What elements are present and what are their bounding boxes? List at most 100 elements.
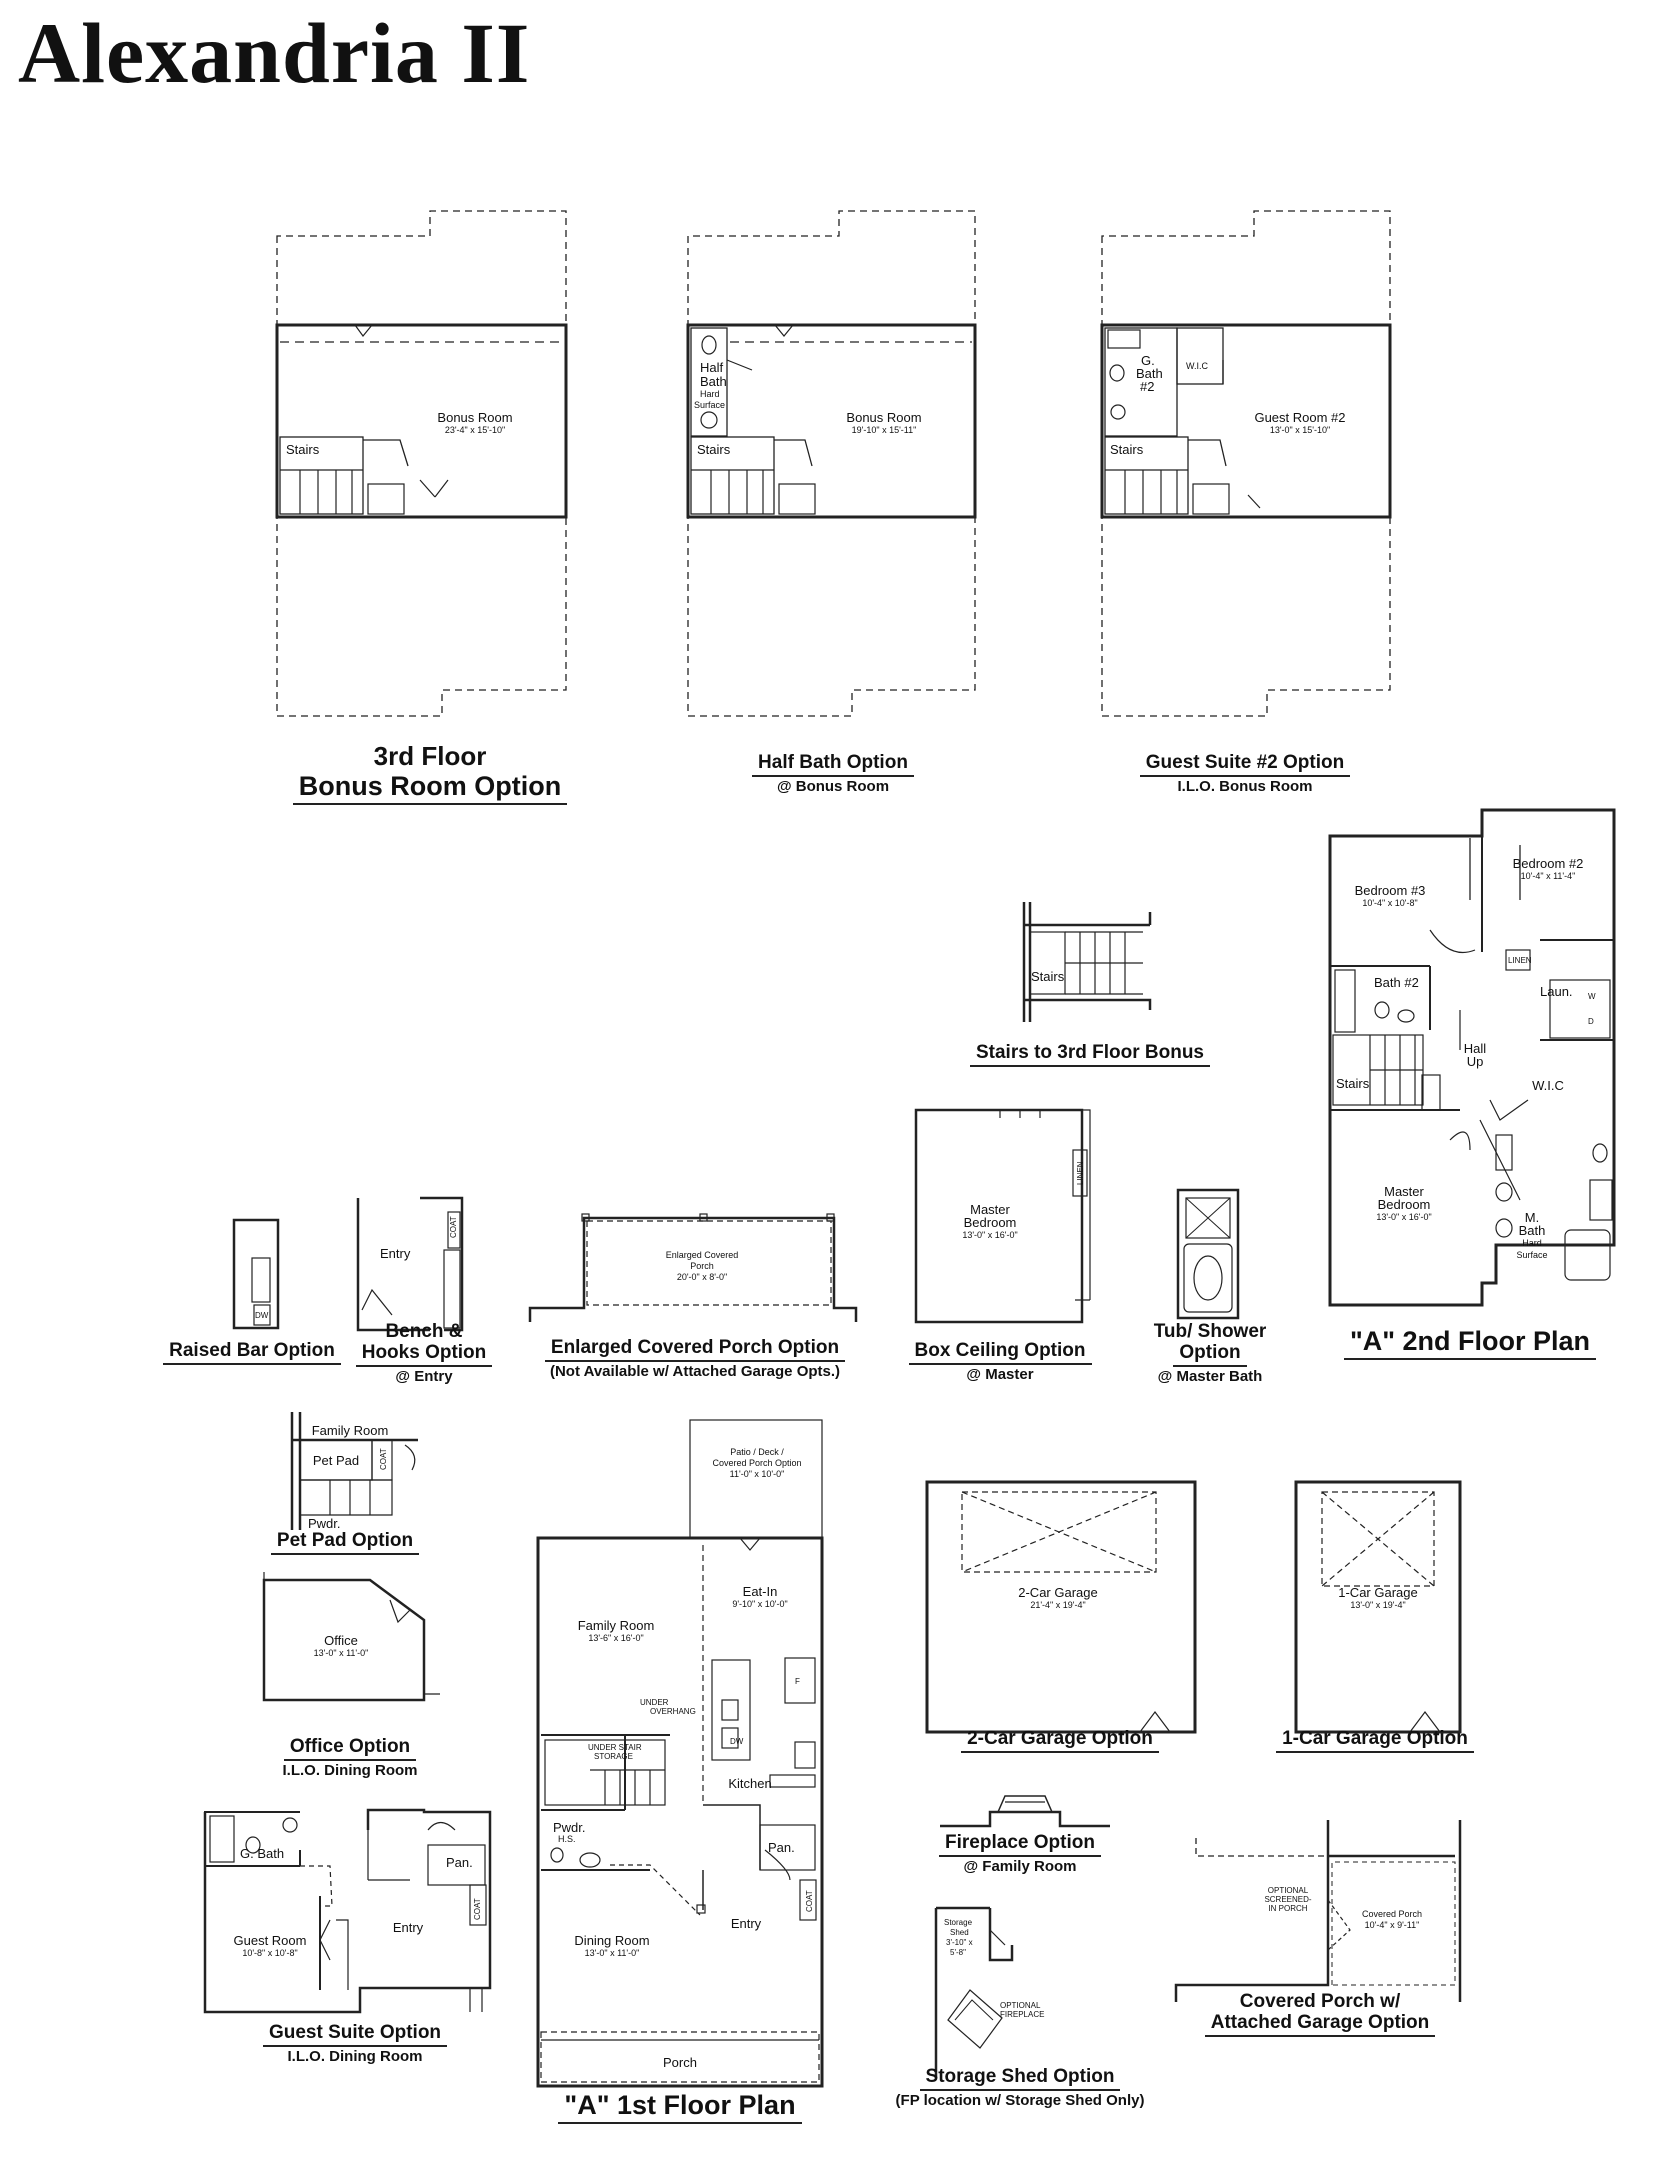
box-linen-label: LINEN — [1076, 1161, 1085, 1185]
caption-guest-suite-2-title: Guest Suite #2 Option — [1139, 752, 1351, 777]
caption-second-floor: "A" 2nd Floor Plan — [1320, 1326, 1620, 1361]
stairs-3rd-plan: Stairs — [1022, 902, 1152, 1022]
opt-fp-label-2: FIREPLACE — [1000, 2010, 1044, 2019]
ff-dw-label: DW — [730, 1737, 744, 1746]
g-bath-2-label-1: G. — [1141, 353, 1155, 368]
page-title: Alexandria II — [18, 5, 531, 101]
wic-label: W.I.C — [1186, 361, 1208, 371]
caption-tub-shower-line2: Option — [1173, 1342, 1247, 1367]
under-overhang-1: UNDER — [640, 1698, 669, 1707]
half-bath-plan: Half Bath Hard Surface Bonus Room 19'-10… — [686, 210, 977, 717]
bedroom-3-label: Bedroom #3 — [1355, 883, 1426, 898]
ff-entry-label: Entry — [731, 1916, 762, 1931]
half-bath-label-1: Half — [700, 360, 724, 375]
caption-half-bath: Half Bath Option @ Bonus Room — [690, 752, 976, 795]
bath-2-label: Bath #2 — [1374, 975, 1419, 990]
shed-label-3: 3'-10" x — [946, 1938, 973, 1947]
enlarged-porch-label-1: Enlarged Covered — [666, 1250, 739, 1260]
caption-covered-porch-line2: Attached Garage Option — [1204, 2012, 1436, 2037]
kitchen-label: Kitchen — [728, 1776, 771, 1791]
second-floor-plan: Bedroom #3 10'-4" x 10'-8" Bedroom #2 10… — [1328, 808, 1616, 1307]
two-car-label: 2-Car Garage — [1018, 1585, 1097, 1600]
caption-box-ceiling-title: Box Ceiling Option — [908, 1340, 1092, 1365]
caption-enlarged-porch-sub: (Not Available w/ Attached Garage Opts.) — [549, 1362, 841, 1380]
caption-guest-suite-sub: I.L.O. Dining Room — [287, 2047, 423, 2065]
box-ceiling-plan: Master Bedroom 13'-0" x 16'-0" LINEN — [914, 1108, 1091, 1324]
patio-label-2: Covered Porch Option — [712, 1458, 801, 1468]
caption-office-title: Office Option — [283, 1736, 417, 1761]
office-label: Office — [324, 1633, 358, 1648]
bedroom-3-dim: 10'-4" x 10'-8" — [1362, 898, 1417, 908]
shed-label-1: Storage — [944, 1918, 973, 1927]
caption-stairs-3rd-title: Stairs to 3rd Floor Bonus — [969, 1042, 1211, 1067]
caption-box-ceiling-sub: @ Master — [966, 1365, 1034, 1383]
box-master-label-2: Bedroom — [964, 1215, 1017, 1230]
dryer-label: D — [1588, 1017, 1594, 1026]
pet-pad-plan: Family Room Pet Pad COAT Pwdr. — [290, 1412, 418, 1531]
wic-2-label: W.I.C — [1532, 1078, 1564, 1093]
stairs-e-label: Stairs — [1336, 1076, 1370, 1091]
guest-room-dim: 10'-8" x 10'-8" — [242, 1948, 297, 1958]
caption-fireplace-title: Fireplace Option — [939, 1832, 1101, 1857]
covered-porch-label: Covered Porch — [1362, 1909, 1422, 1919]
pet-coat-label: COAT — [379, 1448, 388, 1470]
raised-bar-plan: DW — [232, 1218, 280, 1330]
master-label-2: Bedroom — [1378, 1197, 1431, 1212]
guest-room-2-dim: 13'-0" x 15'-10" — [1270, 425, 1330, 435]
caption-second-floor-title: "A" 2nd Floor Plan — [1343, 1326, 1597, 1361]
fireplace-plan — [940, 1795, 1110, 1828]
caption-raised-bar-title: Raised Bar Option — [163, 1340, 341, 1365]
bonus-room-label: Bonus Room — [437, 410, 512, 425]
pet-family-label: Family Room — [312, 1423, 389, 1438]
half-bath-label-4: Surface — [694, 400, 725, 410]
one-car-label: 1-Car Garage — [1338, 1585, 1417, 1600]
caption-pet-pad: Pet Pad Option — [250, 1530, 440, 1555]
caption-bench-hooks: Bench & Hooks Option @ Entry — [336, 1322, 512, 1385]
enlarged-porch-label-2: Porch — [690, 1261, 714, 1271]
office-dim: 13'-0" x 11'-0" — [314, 1648, 369, 1658]
caption-first-floor: "A" 1st Floor Plan — [530, 2090, 830, 2125]
caption-guest-suite-2-sub: I.L.O. Bonus Room — [1177, 777, 1313, 795]
ff-pwdr-hs: H.S. — [558, 1834, 576, 1844]
caption-storage-shed-sub: (FP location w/ Storage Shed Only) — [895, 2091, 1145, 2109]
one-car-garage-plan: 1-Car Garage 13'-0" x 19'-4" — [1294, 1480, 1462, 1734]
master-dim: 13'-0" x 16'-0" — [1376, 1212, 1431, 1222]
caption-guest-suite-title: Guest Suite Option — [262, 2022, 448, 2047]
dining-room-dim: 13'-0" x 11'-0" — [585, 1948, 640, 1958]
caption-tub-shower-line1: Tub/ Shower — [1153, 1321, 1267, 1342]
shed-label-4: 5'-8" — [950, 1948, 966, 1957]
washer-label: W — [1588, 992, 1596, 1001]
half-bath-label-2: Bath — [700, 374, 727, 389]
dining-room-label: Dining Room — [574, 1933, 649, 1948]
caption-fireplace: Fireplace Option @ Family Room — [890, 1832, 1150, 1875]
enlarged-porch-plan: Enlarged Covered Porch 20'-0" x 8'-0" — [528, 1213, 858, 1322]
caption-guest-suite-2: Guest Suite #2 Option I.L.O. Bonus Room — [1100, 752, 1390, 795]
box-master-dim: 13'-0" x 16'-0" — [962, 1230, 1017, 1240]
two-car-dim: 21'-4" x 19'-4" — [1030, 1600, 1085, 1610]
caption-enlarged-porch-title: Enlarged Covered Porch Option — [544, 1337, 846, 1362]
m-bath-label-2: Bath — [1519, 1223, 1546, 1238]
g-bath-2-label-3: #2 — [1140, 379, 1154, 394]
ff-pwdr-label: Pwdr. — [553, 1820, 586, 1835]
bench-entry-label: Entry — [380, 1246, 411, 1261]
caption-one-car: 1-Car Garage Option — [1255, 1728, 1495, 1753]
under-stair-2: STORAGE — [594, 1752, 633, 1761]
guest-suite-2-plan: G. Bath #2 W.I.C Guest Room #2 13'-0" x … — [1100, 210, 1392, 717]
patio-dim: 11'-0" x 10'-0" — [730, 1469, 785, 1479]
stairs-label: Stairs — [286, 442, 320, 457]
caption-covered-porch-line1: Covered Porch w/ — [1239, 1991, 1401, 2012]
hall-label: Hall — [1464, 1041, 1487, 1056]
caption-covered-porch-garage: Covered Porch w/ Attached Garage Option — [1170, 1992, 1470, 2037]
eat-in-label: Eat-In — [743, 1584, 778, 1599]
guest-room-2-label: Guest Room #2 — [1254, 410, 1345, 425]
m-bath-label-4: Surface — [1516, 1250, 1547, 1260]
covered-porch-dim: 10'-4" x 9'-11" — [1365, 1920, 1420, 1930]
caption-pet-pad-title: Pet Pad Option — [270, 1530, 420, 1555]
caption-bench-hooks-line2: Hooks Option — [355, 1342, 493, 1367]
opt-fp-label-1: OPTIONAL — [1000, 2001, 1041, 2010]
guest-room-label: Guest Room — [234, 1933, 307, 1948]
caption-storage-shed: Storage Shed Option (FP location w/ Stor… — [870, 2066, 1170, 2109]
bench-hooks-plan: Entry COAT — [356, 1196, 464, 1332]
patio-label-1: Patio / Deck / — [730, 1447, 784, 1457]
